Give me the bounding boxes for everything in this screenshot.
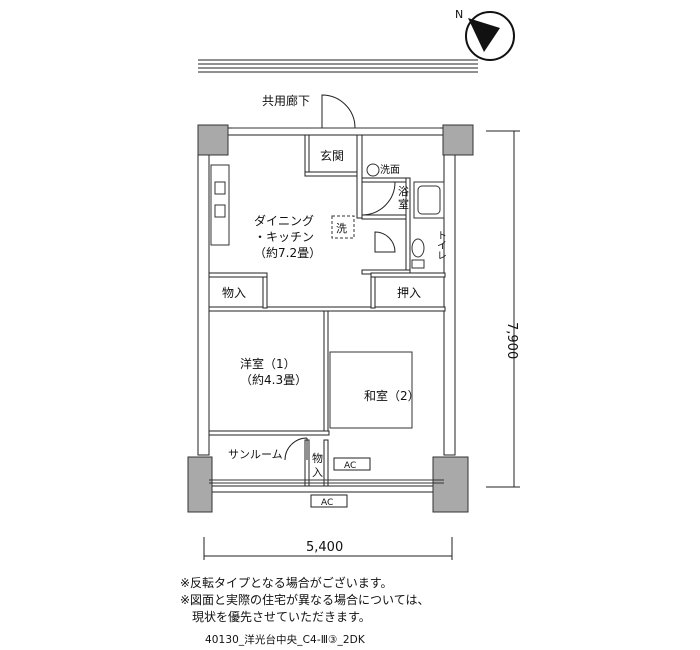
dimension-depth-label: 7,900 (504, 322, 519, 359)
pillars (187, 124, 474, 513)
room-western-line2: （約4.3畳） (240, 372, 307, 387)
dimension-width (203, 537, 453, 560)
dimension-width-label: 5,400 (306, 540, 343, 555)
interior-walls (208, 134, 446, 487)
room-dk-line3: （約7.2畳） (254, 245, 321, 260)
room-oshiire: 押入 (397, 286, 421, 300)
room-sunroom: サンルーム (228, 448, 283, 461)
room-genkan: 玄関 (320, 148, 344, 163)
ac-units: AC AC (310, 457, 371, 508)
room-japanese: 和室（2） (364, 388, 420, 403)
note-3: 現状を優先させていただきます。 (192, 610, 371, 624)
ac-label-2: AC (321, 498, 333, 508)
dimension-depth (486, 130, 520, 488)
room-closet-2b: 入 (312, 466, 323, 479)
entrance-door (321, 94, 356, 129)
room-dk-line1: ダイニング (254, 213, 314, 228)
washer-label: 洗 (336, 222, 347, 235)
notes: ※反転タイプとなる場合がございます。 ※図面と実際の住宅が異なる場合については、… (180, 575, 429, 626)
room-senmen: 洗面 (380, 164, 400, 176)
corridor-label: 共用廊下 (262, 93, 310, 108)
plan-code: 40130_洋光台中央_C4-Ⅲ③_2DK (205, 634, 365, 646)
room-labels: 玄関 洗面 浴 室 トイレ ダイニング ・キッチン （約7.2畳） 洗 物入 押… (222, 148, 447, 479)
corridor-lines (198, 59, 478, 73)
room-bath-1: 浴 (398, 185, 409, 198)
room-closet-1: 物入 (222, 286, 246, 300)
ac-label-1: AC (344, 461, 356, 471)
compass-north-label: N (455, 8, 463, 21)
room-toilet: トイレ (435, 230, 447, 260)
compass-icon: N (455, 8, 515, 61)
room-western-line1: 洋室（1） (240, 356, 296, 371)
room-bath-2: 室 (398, 197, 409, 211)
note-1: ※反転タイプとなる場合がございます。 (180, 576, 393, 590)
note-2: ※図面と実際の住宅が異なる場合については、 (180, 593, 430, 607)
fixtures (209, 127, 445, 484)
room-closet-2a: 物 (312, 451, 323, 465)
interior-doors (284, 181, 396, 461)
room-dk-line2: ・キッチン (254, 230, 314, 244)
